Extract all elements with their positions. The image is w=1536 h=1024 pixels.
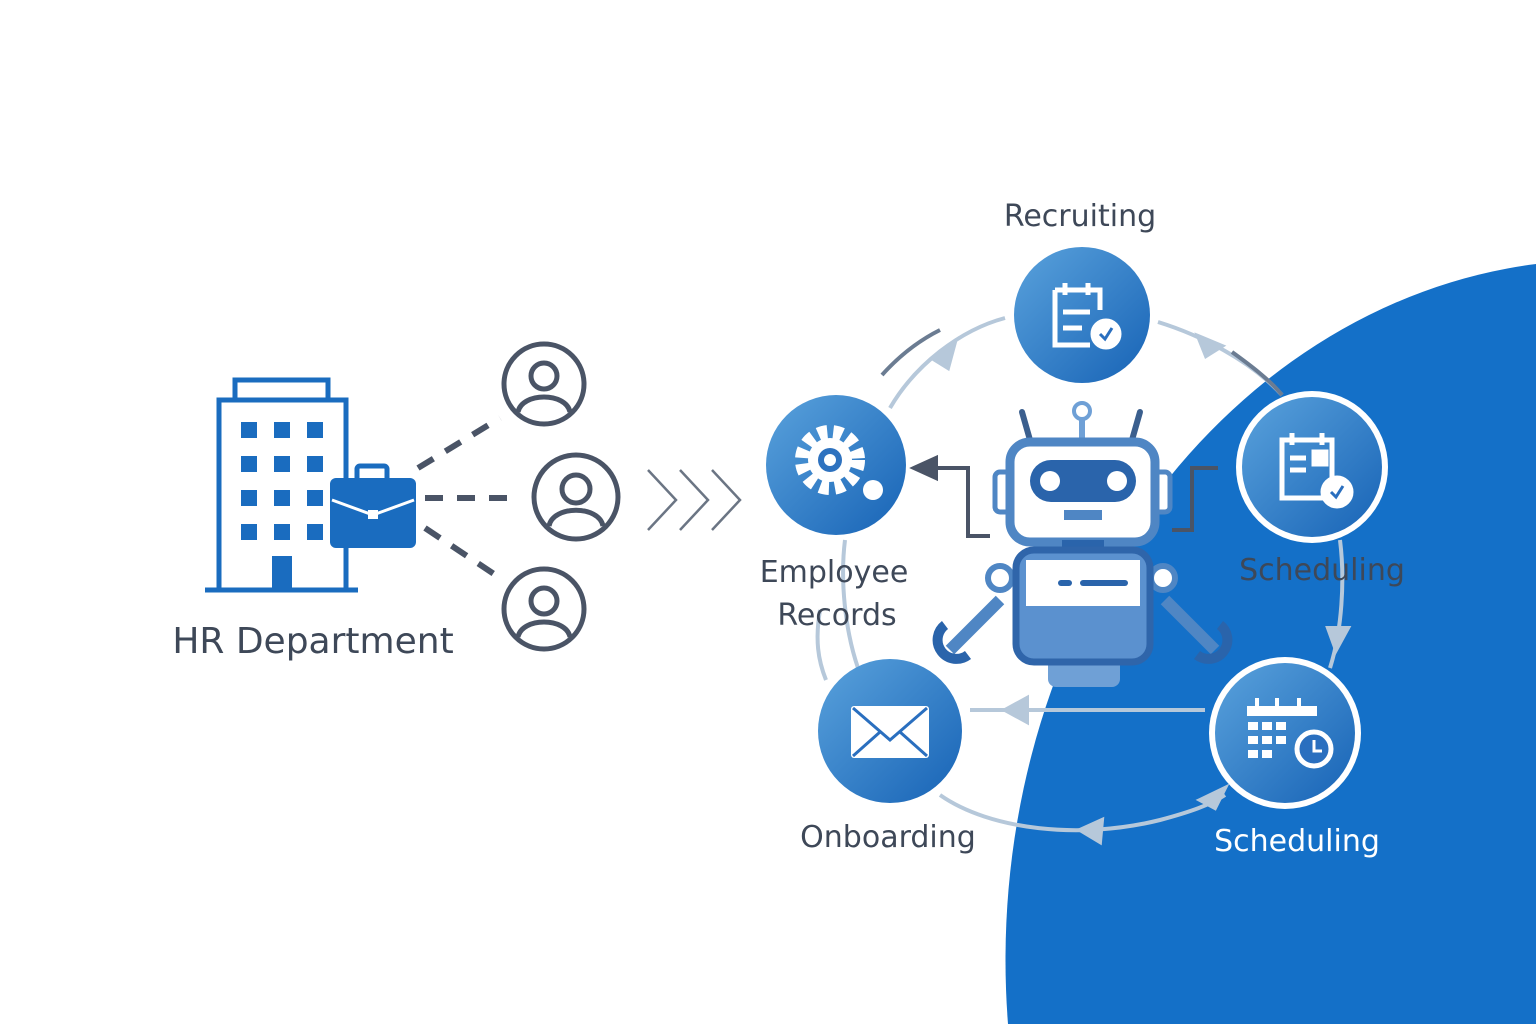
briefcase-icon bbox=[330, 463, 416, 548]
node-label-onboarding: Onboarding bbox=[800, 820, 976, 855]
user-icon bbox=[531, 452, 621, 542]
building-icon bbox=[205, 377, 358, 593]
node-scheduling-top[interactable] bbox=[1236, 391, 1388, 543]
gear-icon bbox=[795, 425, 883, 500]
envelope-icon bbox=[851, 706, 929, 758]
cycle-accent-arc bbox=[880, 328, 941, 377]
robot-connectors bbox=[909, 454, 1218, 538]
robot-icon bbox=[932, 401, 1233, 687]
chevron-right-icon bbox=[647, 469, 742, 531]
node-scheduling-bottom[interactable] bbox=[1209, 657, 1361, 809]
node-label-employee: Employee bbox=[760, 555, 909, 590]
node-label-recruiting: Recruiting bbox=[1004, 199, 1156, 234]
user-icon bbox=[501, 566, 587, 652]
calendar-clock-icon bbox=[1247, 698, 1334, 769]
background-blob bbox=[1005, 264, 1536, 1024]
hr-department-label: HR Department bbox=[172, 621, 453, 662]
cycle-accent-arc bbox=[1230, 350, 1284, 397]
node-label-scheduling-bottom: Scheduling bbox=[1214, 824, 1380, 859]
node-onboarding[interactable] bbox=[818, 659, 962, 803]
dashed-connectors bbox=[416, 415, 515, 581]
clipboard-check-icon bbox=[1279, 433, 1354, 509]
checklist-icon bbox=[1052, 283, 1122, 350]
node-label-records: Records bbox=[777, 598, 896, 633]
node-employee-records[interactable] bbox=[766, 395, 906, 535]
node-label-scheduling-top: Scheduling bbox=[1239, 553, 1405, 588]
user-icon bbox=[501, 341, 587, 427]
node-recruiting[interactable] bbox=[1014, 247, 1150, 383]
